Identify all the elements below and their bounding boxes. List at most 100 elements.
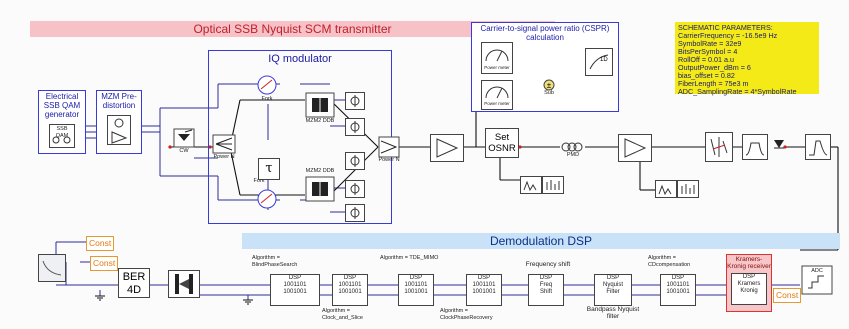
dsp-nyquist-filter[interactable]: DSP Nyquist Filter [594,274,632,306]
param-line: bias_offset = 0.82 [678,71,735,80]
fiber-pmd-label: PMD [566,152,580,158]
electrical-generator-group[interactable]: Electrical SSB QAM generator SSB QAM [38,90,86,154]
schematic-parameters: SCHEMATIC PARAMETERS: CarrierFrequency =… [675,22,819,96]
electrical-filter-icon[interactable] [805,134,831,160]
mzm-predistortion-group[interactable]: MZM Pre-distortion [96,90,142,154]
iq-modulator-title: IQ modulator [268,53,332,65]
fork-1[interactable]: Fork [256,74,278,104]
power-meter-2-icon[interactable]: Power meter [481,80,513,110]
cw-laser-icon[interactable]: CW [172,128,196,154]
dsp-freq-label: Freq [539,282,553,288]
param-line: ADC_SamplingRate = 4*SymbolRate [678,87,797,96]
param-line: CarrierFrequency = -16.5e9 Hz [678,31,778,40]
dsp-label: DSP [742,274,756,280]
algorithm-clock-phase-label: Algorithm = ClockPhaseRecovery [440,308,493,321]
const-output-2[interactable]: Const [90,256,119,271]
cspr-title: Carrier-to-signal power ratio (CSPR) cal… [480,24,610,42]
subtractor-icon[interactable]: ± Sub [540,78,558,98]
mzm-2[interactable]: MZM2 DDB [305,168,335,204]
dsp-kramers-kronig[interactable]: DSP Kramers Kronig [731,273,767,305]
mzm-predistortion-title: MZM Pre-distortion [101,92,137,110]
svg-text:1D: 1D [600,57,608,63]
delay-tau-icon[interactable]: τ [258,158,280,180]
predistortion-icon[interactable] [107,115,131,145]
dsp-freq-shift[interactable]: DSP Freq Shift [528,274,564,306]
svg-text:±: ± [547,81,552,90]
power-combiner-label: Power N [378,157,400,163]
dsp-bits-top: 1001101 [404,282,428,288]
algorithm-clock-slice-label: Algorithm = Clock_and_Slice [322,308,363,321]
spectrum-analyzer-1-icon[interactable] [520,176,542,194]
mzm-1[interactable]: MZM2 DDB [305,92,335,126]
dsp-label: DSP [409,275,423,281]
dsp-bits-top: 1001101 [666,282,690,288]
dsp-module-2[interactable]: DSP 1001101 1001001 [332,274,368,306]
power-meter-2-label: Power meter [484,101,510,106]
phase-shifter-1-icon[interactable] [345,92,365,110]
dsp-kramers-label: Kramers [737,281,761,287]
dsp-module-1[interactable]: DSP 1001101 1001001 [270,274,320,306]
demod-dsp-title: Demodulation DSP [242,233,840,249]
dsp-bits-top: 1001101 [283,282,307,288]
param-line: BitsPerSymbol = 4 [678,47,738,56]
kk-receiver-title: Kramers-Kronig receiver [727,256,771,270]
dsp-cd-compensation[interactable]: DSP 1001101 1001001 [660,274,696,306]
algorithm-tde-mimo-label: Algorithm = TDE_MIMO [380,255,439,261]
fork-2[interactable]: Fork [254,178,278,218]
frequency-shift-label: Frequency shift [525,261,571,268]
const-output-3[interactable]: Const [773,288,802,303]
fork-1-label: Fork [261,96,273,102]
dsp-label: DSP [343,275,357,281]
eye-diagram-2-icon[interactable] [677,180,699,198]
param-line: RollOff = 0.01 a.u [678,55,735,64]
param-line: OutputPower_dBm = 6 [678,63,751,72]
ber-4d-block[interactable]: BER 4D [118,268,150,298]
const-output-1[interactable]: Const [86,236,115,251]
dsp-shift-label: Shift [539,289,552,295]
eye-diagram-1-icon[interactable] [542,176,564,194]
dsp-label: DSP [539,275,553,281]
dsp-label: DSP [606,275,620,281]
dsp-bits-bottom: 1001001 [338,289,362,295]
algorithm-cd-compensation-label: Algorithm = CDcompensation [648,255,691,268]
kramers-kronig-receiver-group[interactable]: Kramers-Kronig receiver DSP Kramers Kron… [726,254,772,312]
dsp-bits-bottom: 1001001 [283,289,307,295]
power-combiner[interactable]: Power N [378,136,400,166]
optical-amplifier-2-icon[interactable] [618,134,652,162]
algorithm-blind-phase-label: Algorithm = BlindPhaseSearch [252,255,298,268]
optical-amplifier-1-icon[interactable] [430,134,464,162]
dsp-module-3[interactable]: DSP 1001101 1001001 [398,274,434,306]
adc-block[interactable]: ADC [800,264,834,296]
dsp-kronig-label: Kronig [740,288,758,294]
mzm-1-label: MZM2 DDB [305,118,335,124]
subtractor-label: Sub [544,90,554,96]
power-meter-1-icon[interactable]: Power meter [481,42,513,74]
power-splitter-1-label: Power N [213,154,235,160]
qam-generator-icon[interactable]: SSB QAM [49,124,75,148]
cspr-display-icon[interactable]: 1D [585,48,613,76]
fiber-pmd[interactable]: PMD [560,140,586,160]
dsp-label: DSP [477,275,491,281]
spectrum-analyzer-2-icon[interactable] [655,180,677,198]
param-line: FiberLength = 75e3 m [678,79,749,88]
phase-shifter-5-icon[interactable] [345,204,365,222]
dsp-bits-bottom: 1001001 [666,289,690,295]
amplifier-predistort-icon [111,118,128,144]
optical-filter-1-icon[interactable] [742,134,768,160]
phase-shifter-2-icon[interactable] [345,118,365,136]
set-osnr-block[interactable]: Set OSNR [485,128,519,158]
dsp-module-4[interactable]: DSP 1001101 1001001 [466,274,502,306]
adc-label: ADC [811,268,823,274]
cw-label: CW [179,148,189,154]
eye-monitor-icon[interactable] [168,270,200,298]
phase-shifter-3-icon[interactable] [345,152,365,170]
received-spectrum-icon[interactable] [38,254,66,282]
dsp-bits-top: 1001101 [338,282,362,288]
photodiode-icon[interactable] [770,136,788,156]
dsp-label: DSP [671,275,685,281]
qam-constellation-icon [52,136,71,144]
dsp-bits-bottom: 1001001 [404,289,428,295]
power-splitter-1[interactable]: Power N [212,134,236,162]
constellation-scope-icon[interactable] [705,132,733,162]
phase-shifter-4-icon[interactable] [345,180,365,198]
